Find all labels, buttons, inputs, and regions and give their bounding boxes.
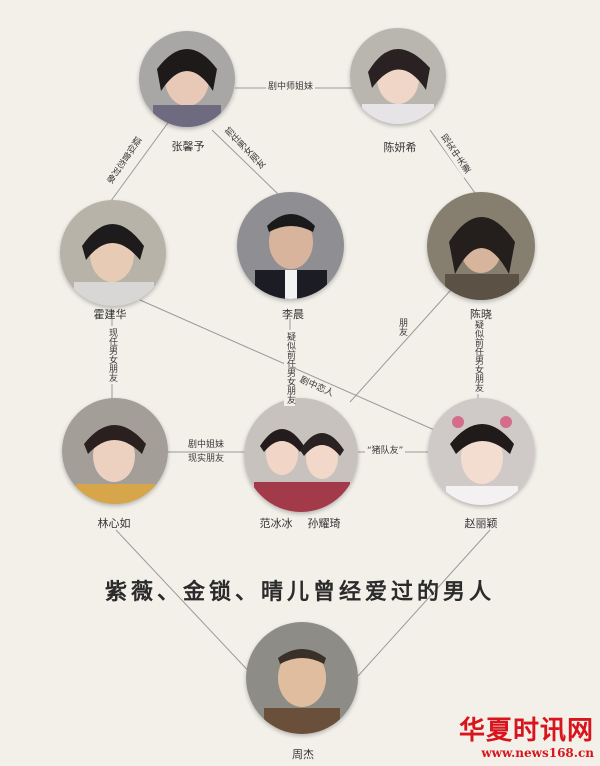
- edge-label-r5: 现任男女朋友: [106, 326, 117, 384]
- portrait-chenxiao: [427, 192, 535, 300]
- edge-label-r11: 现实朋友: [186, 454, 227, 465]
- edge-label-r10: 剧中姐妹: [186, 440, 227, 451]
- edge-label-r6: 疑似前任男女朋友: [284, 330, 295, 406]
- name-lichen: 李晨: [282, 308, 304, 321]
- diagram-caption: 紫薇、金锁、晴儿曾经爱过的男人: [104, 580, 495, 605]
- name-fanbingbing: 范冰冰: [259, 517, 293, 530]
- name-sunyaoqi: 孙耀琦: [307, 517, 341, 530]
- edge-label-r9: 朋友: [396, 316, 407, 338]
- watermark-logo: 华夏时讯网 www.news168.cn: [459, 716, 594, 760]
- name-chenxiao: 陈晓: [470, 308, 492, 321]
- edge-label-r1: 剧中师姐妹: [266, 82, 316, 93]
- portrait-fanbingbing-sunyaoqi: [244, 398, 358, 512]
- portrait-zhaoliying: [428, 398, 535, 505]
- name-huojianhua: 霍建华: [93, 308, 127, 321]
- name-chenyanxi: 陈妍希: [383, 141, 417, 154]
- watermark-brand: 华夏时讯网: [458, 716, 594, 746]
- portrait-huojianhua: [60, 200, 166, 306]
- name-zhoujie: 周杰: [292, 748, 314, 761]
- portrait-lichen: [237, 192, 344, 299]
- watermark-url: www.news168.cn: [481, 746, 594, 760]
- edge-label-r7: 疑似前任男女朋友: [472, 318, 483, 394]
- name-zhangxinyu: 张馨予: [171, 140, 205, 153]
- portrait-chenyanxi: [350, 28, 446, 124]
- name-zhaoliying: 赵丽颖: [464, 517, 498, 530]
- portrait-zhoujie: [246, 622, 358, 734]
- portrait-zhangxinyu: [139, 31, 235, 127]
- portrait-linxinru: [62, 398, 168, 504]
- edge-label-r12: “猪队友”: [365, 446, 406, 457]
- name-linxinru: 林心如: [97, 517, 131, 530]
